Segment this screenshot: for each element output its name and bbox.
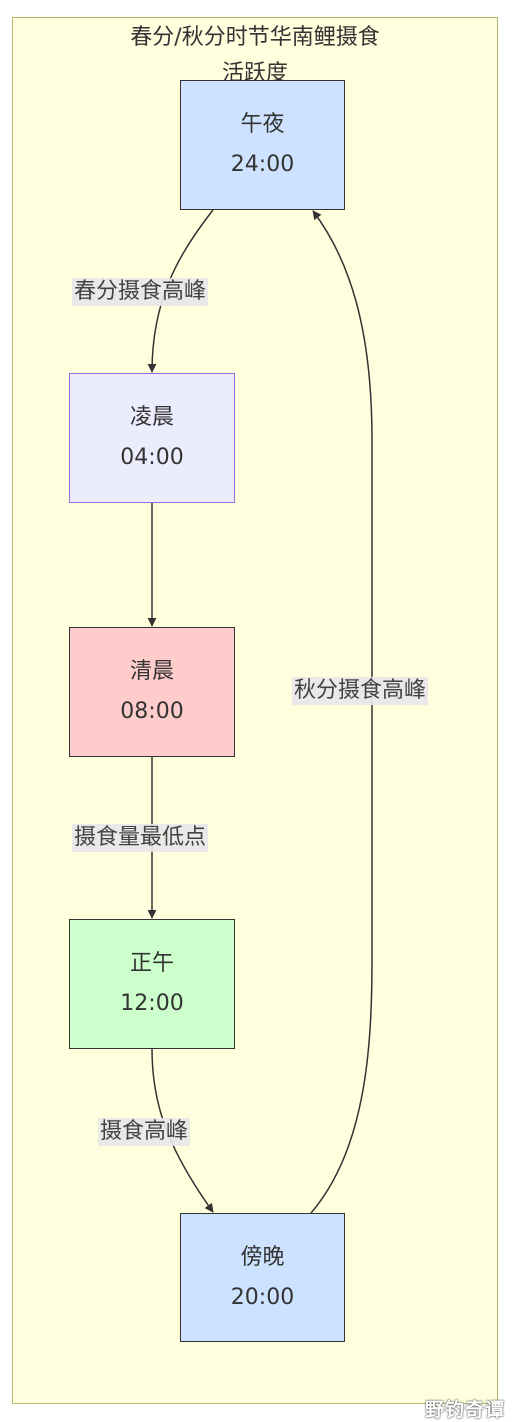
node-midnight: 午夜 24:00 xyxy=(180,80,345,210)
node-morning: 清晨 08:00 xyxy=(69,627,235,757)
edge-label-spring-peak: 春分摄食高峰 xyxy=(72,278,209,306)
node-dusk-time: 20:00 xyxy=(230,1284,295,1310)
edge-dusk-to-midnight xyxy=(310,210,373,1214)
node-noon-time: 12:00 xyxy=(120,991,184,1016)
edge-label-lowest-point: 摄食量最低点 xyxy=(72,824,209,852)
node-midnight-label: 午夜 xyxy=(240,112,285,137)
node-dusk-label: 傍晚 xyxy=(240,1244,285,1270)
diagram-title-line2: 活跃度 xyxy=(221,61,288,81)
diagram-title-line1: 春分/秋分时节华南鲤摄食 xyxy=(130,25,380,50)
watermark: 野钓奇谭 xyxy=(424,1399,505,1421)
edge-label-feeding-peak: 摄食高峰 xyxy=(98,1118,191,1146)
node-dusk: 傍晚 20:00 xyxy=(180,1213,345,1342)
node-morning-label: 清晨 xyxy=(129,659,174,684)
node-noon-label: 正午 xyxy=(129,951,174,976)
edge-label-autumn-peak: 秋分摄食高峰 xyxy=(292,677,429,705)
node-dawn: 凌晨 04:00 xyxy=(69,373,235,503)
node-dawn-label: 凌晨 xyxy=(129,405,174,430)
node-midnight-time: 24:00 xyxy=(230,152,295,177)
node-morning-time: 08:00 xyxy=(120,699,184,724)
node-dawn-time: 04:00 xyxy=(120,445,184,470)
node-noon: 正午 12:00 xyxy=(69,919,235,1049)
